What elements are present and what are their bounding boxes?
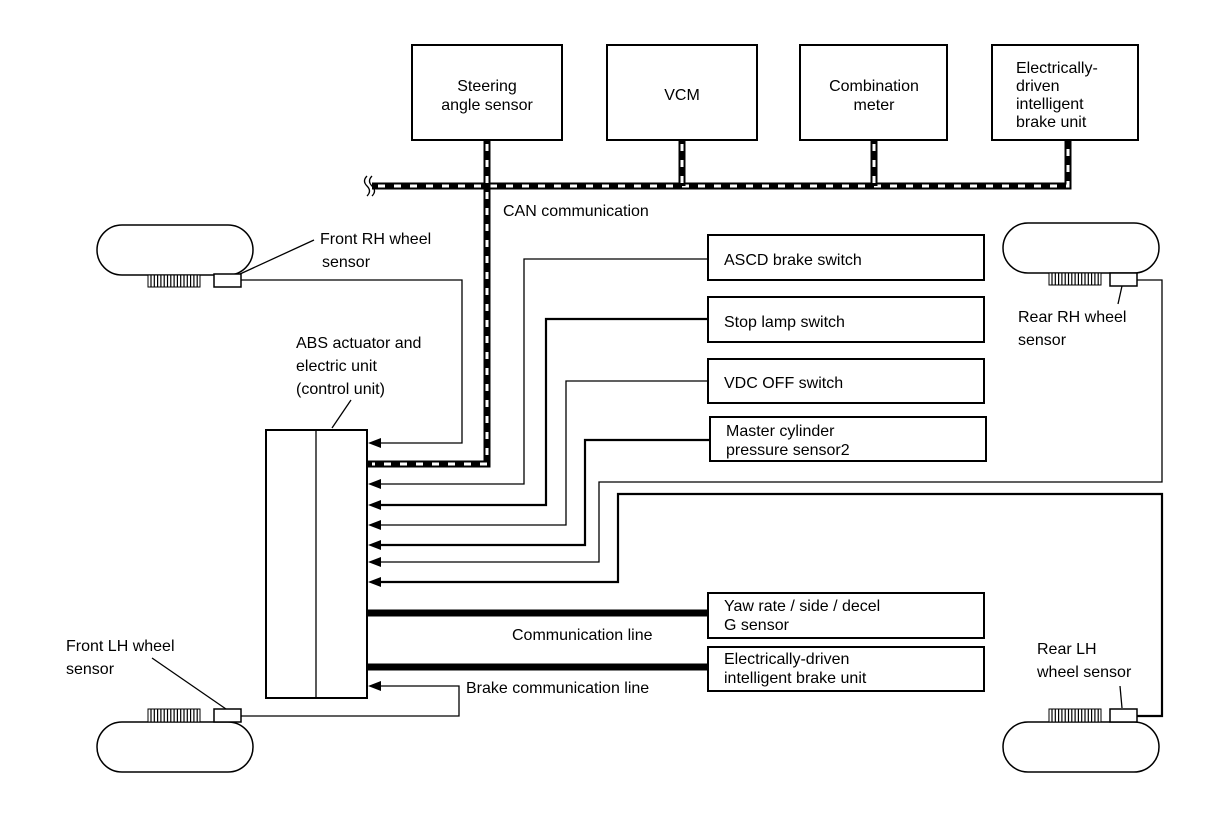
wheel-sensor-icon: [213, 273, 242, 288]
brake-communication-line-label: Brake communication line: [466, 680, 649, 697]
sensor-master-cylinder: Master cylinder pressure sensor2: [709, 416, 987, 462]
unit-combination-meter: Combination meter: [799, 44, 948, 141]
arrow-master-cyl: [368, 540, 381, 550]
communication-line-label: Communication line: [512, 627, 653, 644]
front-rh-sensor-label: Front RH wheel: [320, 231, 431, 248]
switch-stop-lamp: Stop lamp switch: [707, 296, 985, 343]
can-bus: [363, 140, 1072, 468]
arrow-rear-rh: [368, 557, 381, 567]
unit-label: meter: [854, 97, 896, 114]
switch-label: Master cylinder: [726, 423, 835, 440]
wires: [240, 258, 1164, 718]
unit-label: intelligent brake unit: [724, 670, 867, 687]
can-label: CAN communication: [503, 203, 649, 220]
unit-brake-unit-top: Electrically- driven intelligent brake u…: [991, 44, 1139, 141]
rear-lh-sensor-label: wheel sensor: [1036, 664, 1132, 681]
wheel-sensor-icon: [213, 708, 242, 723]
arrow-stop-lamp: [368, 500, 381, 510]
front-lh-sensor-label: sensor: [66, 661, 115, 678]
unit-vcm: VCM: [606, 44, 758, 141]
front-lh-sensor-label: Front LH wheel: [66, 638, 175, 655]
unit-label: Electrically-driven: [724, 651, 849, 668]
unit-label: intelligent: [1016, 96, 1084, 113]
unit-label: Electrically-: [1016, 60, 1098, 77]
sensor-yaw-rate: Yaw rate / side / decel G sensor: [707, 592, 985, 639]
abs-actuator-unit: [265, 399, 368, 699]
unit-label: Steering: [457, 78, 517, 95]
abs-label: electric unit: [296, 358, 377, 375]
wheel-rear-lh: [1002, 685, 1160, 773]
unit-label: driven: [1016, 78, 1060, 95]
wheel-sensor-icon: [1109, 708, 1138, 723]
abs-label: ABS actuator and: [296, 335, 421, 352]
abs-label: (control unit): [296, 381, 385, 398]
unit-label: brake unit: [1016, 114, 1087, 131]
arrowheads: [368, 438, 381, 691]
unit-label: Combination: [829, 78, 919, 95]
switch-ascd-brake: ASCD brake switch: [707, 234, 985, 281]
wheel-rear-rh: [1002, 222, 1160, 305]
unit-label: angle sensor: [441, 97, 533, 114]
arrow-vdc-off: [368, 520, 381, 530]
rear-rh-sensor-label: Rear RH wheel: [1018, 309, 1126, 326]
arrow-front-rh: [368, 438, 381, 448]
break-mark-icon: [363, 175, 376, 197]
rear-lh-sensor-label: Rear LH: [1037, 641, 1097, 658]
arrow-rear-lh: [368, 577, 381, 587]
switch-vdc-off: VDC OFF switch: [707, 358, 985, 404]
rear-rh-sensor-label: sensor: [1018, 332, 1067, 349]
wheel-front-lh: [96, 657, 254, 773]
arrow-brake-comm: [368, 681, 381, 691]
switch-label: VDC OFF switch: [724, 375, 843, 392]
switch-label: ASCD brake switch: [724, 252, 862, 269]
unit-label: Yaw rate / side / decel: [724, 598, 880, 615]
switch-label: Stop lamp switch: [724, 314, 845, 331]
wheel-front-rh: [96, 224, 315, 288]
arrow-ascd: [368, 479, 381, 489]
wheel-sensor-icon: [1109, 272, 1138, 287]
unit-brake-unit-bottom: Electrically-driven intelligent brake un…: [707, 646, 985, 692]
front-rh-sensor-label: sensor: [322, 254, 371, 271]
unit-label: G sensor: [724, 617, 790, 634]
tone-ring-hatches: [150, 273, 1099, 722]
unit-steering-angle-sensor: Steering angle sensor: [411, 44, 563, 141]
unit-label: VCM: [664, 87, 700, 104]
switch-label: pressure sensor2: [726, 442, 850, 459]
